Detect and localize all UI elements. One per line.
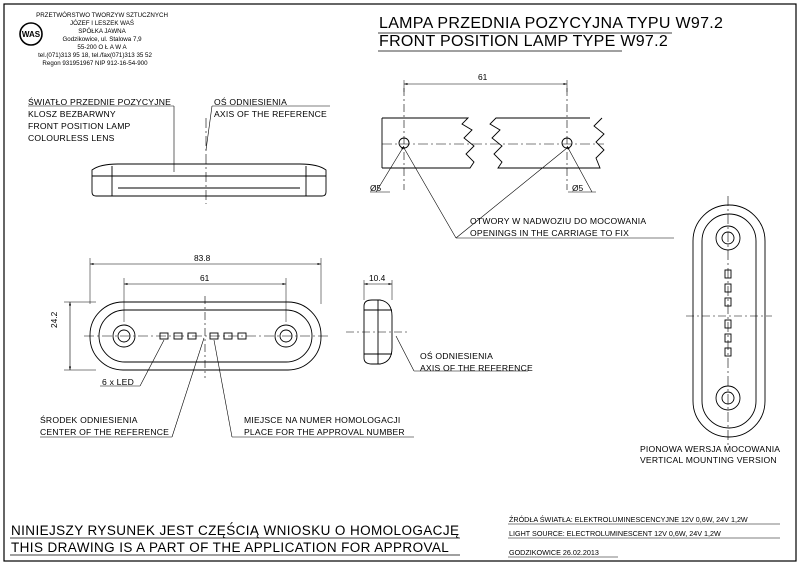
light-source-pl: ŹRÓDŁA ŚWIATŁA: ELEKTROLUMINESCENCYJNE 1…: [509, 515, 748, 524]
center-label-pl: ŚRODEK ODNIESIENIA: [40, 415, 138, 425]
lamp-label-pl2: KLOSZ BEZBARWNY: [28, 109, 116, 119]
axis2-label-pl: OŚ ODNIESIENIA: [420, 351, 493, 361]
approval-leader: [213, 339, 233, 438]
vertical-label-en: VERTICAL MOUNTING VERSION: [640, 455, 777, 465]
lamp-label-en2: COLOURLESS LENS: [28, 133, 115, 143]
dim-61-top: 61: [478, 72, 488, 82]
company-type: SPÓŁKA JAWNA: [78, 28, 126, 35]
company-owners: JÓZEF I LESZEK WAŚ: [69, 20, 135, 27]
lamp-label-en1: FRONT POSITION LAMP: [28, 121, 131, 131]
approval-label-pl: MIEJSCE NA NUMER HOMOLOGACJI: [244, 415, 401, 425]
company-regon: Regon 931951967 NIP 912-16-54-900: [42, 60, 148, 67]
title-en: FRONT POSITION LAMP TYPE W97.2: [379, 33, 669, 50]
svg-text:WAS: WAS: [22, 30, 41, 39]
company-logo: WAS: [19, 22, 43, 46]
carriage-section: [381, 88, 605, 190]
axis-label-pl: OŚ ODNIESIENIA: [214, 97, 287, 107]
dim-24-2: 24.2: [49, 311, 59, 328]
title-pl: LAMPA PRZEDNIA POZYCYJNA TYPU W97.2: [379, 15, 724, 32]
led-label: 6 x LED: [102, 377, 134, 387]
axis2-leader: [395, 335, 415, 372]
company-phone: tel.(071)313 95 18, tel./fax(071)313 35 …: [38, 52, 152, 59]
place-date: GODZIKOWICE 26.02.2013: [509, 548, 599, 557]
vertical-label-pl: PIONOWA WERSJA MOCOWANIA: [640, 444, 781, 454]
dim-83-8: 83.8: [194, 253, 211, 263]
dim-10-4: 10.4: [369, 273, 386, 283]
openings-label-pl: OTWORY W NADWOZIU DO MOCOWANIA: [470, 216, 647, 226]
openings-leader-right: [455, 147, 568, 239]
company-name: PRZETWÓRSTWO TWORZYW SZTUCZNYCH: [36, 12, 168, 19]
led-leader: [139, 339, 165, 387]
axis-label-en: AXIS OF THE REFERENCE: [214, 109, 327, 119]
front-view-lamp: [84, 296, 330, 378]
company-city: 55-200 O Ł A W A: [77, 44, 127, 51]
footer-note-pl: NINIEJSZY RYSUNEK JEST CZĘŚCIĄ WNIOSKU O…: [11, 523, 460, 538]
side-view-lamp: [91, 118, 327, 204]
company-address: Godzikowice, ul. Stalowa 7,9: [62, 36, 142, 43]
dim-hole-left: Ø5: [370, 183, 382, 193]
vertical-view-lamp: [686, 196, 772, 446]
sheet-border: [3, 3, 797, 562]
hole-right-leader: [566, 145, 593, 193]
openings-label-en: OPENINGS IN THE CARRIAGE TO FIX: [470, 228, 630, 238]
dim-hole-right: Ø5: [572, 183, 584, 193]
hole-left-leader: [375, 145, 405, 193]
approval-label-en: PLACE FOR THE APPROVAL NUMBER: [244, 427, 405, 437]
lamp-label-pl1: ŚWIATŁO PRZEDNIE POZYCYJNE: [28, 97, 172, 107]
dim-61: 61: [200, 273, 210, 283]
center-leader: [171, 337, 205, 438]
footer-note-en: THIS DRAWING IS A PART OF THE APPLICATIO…: [11, 540, 450, 555]
axis2-label-en: AXIS OF THE REFERENCE: [420, 363, 533, 373]
center-label-en: CENTER OF THE REFERENCE: [40, 427, 170, 437]
openings-leader-left: [403, 147, 457, 239]
light-source-en: LIGHT SOURCE: ELECTROLUMINESCENT 12V 0,6…: [509, 529, 721, 538]
axis-label-leader: [205, 105, 213, 151]
